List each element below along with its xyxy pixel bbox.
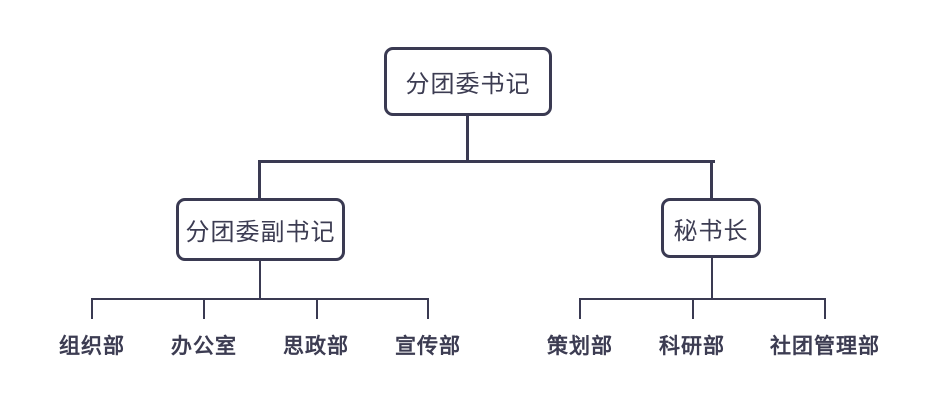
leaf-club-management-dept[interactable]: 社团管理部: [770, 335, 880, 358]
leaf-organization-dept[interactable]: 组织部: [59, 335, 125, 358]
connector-right-branch-drop: [710, 160, 713, 200]
connector-secgen-drop: [711, 256, 713, 300]
connector-root-drop: [466, 113, 469, 163]
leaf-ideological-dept[interactable]: 思政部: [283, 335, 349, 358]
leaf-planning-dept[interactable]: 策划部: [547, 335, 613, 358]
connector-left-group-bar: [91, 298, 429, 300]
connector-main-bar: [258, 160, 715, 163]
org-node-deputy-secretary-label: 分团委副书记: [185, 219, 336, 246]
connector-deputy-drop: [259, 259, 261, 300]
connector-tick-planning: [579, 298, 581, 319]
connector-tick-publicity: [427, 298, 429, 319]
org-node-secretary[interactable]: 分团委书记: [384, 47, 552, 116]
connector-tick-club-management: [824, 298, 826, 319]
org-node-secretary-label: 分团委书记: [405, 71, 531, 98]
leaf-office[interactable]: 办公室: [171, 335, 237, 358]
org-node-secretary-general-label: 秘书长: [673, 217, 749, 245]
leaf-publicity-dept[interactable]: 宣传部: [395, 335, 461, 358]
connector-tick-office: [203, 298, 205, 319]
connector-left-branch-drop: [258, 160, 261, 200]
leaf-research-dept[interactable]: 科研部: [659, 335, 725, 358]
connector-right-group-bar: [579, 298, 826, 300]
connector-tick-organization: [91, 298, 93, 319]
connector-tick-research: [692, 298, 694, 319]
connector-tick-ideological: [316, 298, 318, 319]
org-node-secretary-general[interactable]: 秘书长: [661, 198, 761, 258]
org-node-deputy-secretary[interactable]: 分团委副书记: [176, 198, 345, 261]
